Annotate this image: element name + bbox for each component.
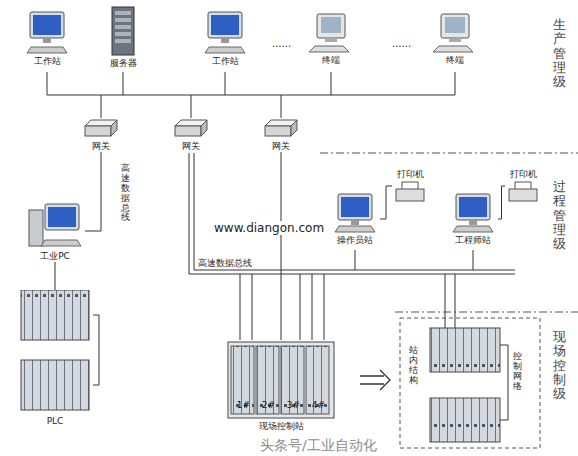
network-cable	[281, 152, 282, 340]
node-label: 1#	[231, 398, 256, 412]
terminal-icon: 终端	[308, 12, 354, 66]
gateway-icon-art	[172, 118, 210, 140]
node-label: 网关	[172, 140, 210, 152]
network-cable	[380, 186, 392, 219]
vertical-label: 高速数据总线	[121, 164, 130, 223]
rack-slot: 4#	[306, 398, 331, 412]
rack-slot: 1#	[231, 398, 256, 412]
high-speed-bus	[189, 153, 515, 274]
workstation-icon: 工作站	[22, 10, 72, 67]
node-label: 工作站	[22, 55, 72, 67]
rack-slot: 2#	[256, 398, 281, 412]
top-bus	[47, 72, 455, 118]
industrial-pc-icon: 工业PC	[25, 200, 85, 262]
rack-slot: 3#	[281, 398, 306, 412]
printer-icon-art	[505, 180, 541, 204]
vertical-label: 生产管理级	[553, 18, 566, 89]
workstation-icon-art	[200, 10, 250, 55]
node-label: 网关	[82, 140, 120, 152]
server-icon-art	[100, 5, 146, 57]
node-label: 3#	[281, 398, 306, 412]
server-icon: 服务器	[100, 5, 146, 69]
node-label: 终端	[432, 54, 478, 66]
plc-rack-icon-art	[17, 290, 93, 415]
node-label: 4#	[306, 398, 331, 412]
workstation-icon-art	[22, 10, 72, 55]
printer-icon: 打印机	[505, 168, 541, 204]
node-label: 工业PC	[25, 250, 85, 262]
note-label: 高速数据总线	[198, 257, 252, 270]
node-label: 网关	[262, 140, 300, 152]
plc-rack-icon: PLC	[17, 290, 93, 427]
node-label: 服务器	[100, 57, 146, 69]
rack-unit	[430, 398, 500, 442]
network-cable	[55, 262, 56, 290]
plc-link	[93, 315, 99, 385]
rack-unit	[430, 328, 500, 372]
note-label: ......	[272, 38, 291, 49]
workstation-icon: 工程师站	[448, 192, 498, 246]
network-cable	[498, 186, 505, 219]
industrial-pc-icon-art	[25, 200, 85, 250]
printer-icon: 打印机	[392, 168, 428, 204]
gateway-icon: 网关	[262, 118, 300, 152]
node-label: 工作站	[200, 55, 250, 67]
gateway-icon: 网关	[82, 118, 120, 152]
watermark: 头条号/工业自动化	[258, 437, 379, 455]
network-cable	[85, 152, 101, 231]
node-label: 操作员站	[330, 234, 380, 246]
gateway-icon-art	[82, 118, 120, 140]
node-label: 2#	[256, 398, 281, 412]
node-label: 现场控制站	[226, 420, 336, 432]
terminal-icon-art	[432, 12, 478, 54]
node-label: 工程师站	[448, 234, 498, 246]
workstation-icon-art	[448, 192, 498, 234]
detail-frame	[400, 318, 540, 448]
level-separator	[320, 153, 578, 312]
workstation-icon: 操作员站	[330, 192, 380, 246]
note-label: ......	[392, 38, 411, 49]
vertical-label: 站内结构	[409, 346, 418, 386]
vertical-label: 现场控制级	[553, 330, 566, 401]
workstation-icon: 工作站	[200, 10, 250, 67]
control-network-line	[500, 345, 508, 420]
double-arrow	[360, 370, 390, 390]
terminal-icon: 终端	[432, 12, 478, 66]
printer-icon-art	[392, 180, 428, 204]
node-label: PLC	[17, 415, 93, 427]
watermark: www.diangon.com	[212, 221, 326, 235]
gateway-icon-art	[262, 118, 300, 140]
node-label: 打印机	[392, 168, 428, 180]
vertical-label: 控制网络	[513, 352, 522, 392]
control-station-rack: 现场控制站 1#2#3#4#	[226, 340, 336, 432]
vertical-label: 过程管理级	[553, 180, 566, 251]
node-label: 打印机	[505, 168, 541, 180]
station-drops	[240, 274, 455, 340]
node-label: 终端	[308, 54, 354, 66]
terminal-icon-art	[308, 12, 354, 54]
gateway-icon: 网关	[172, 118, 210, 152]
workstation-icon-art	[330, 192, 380, 234]
